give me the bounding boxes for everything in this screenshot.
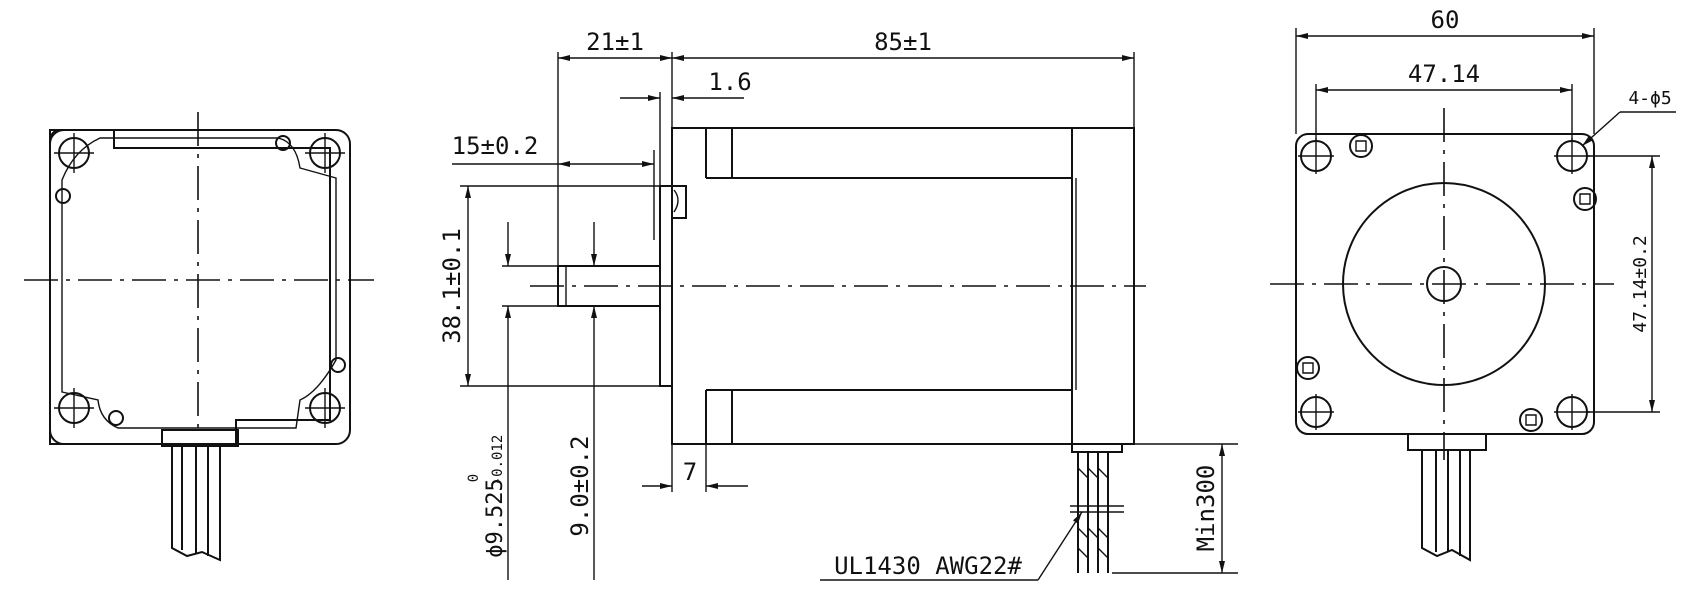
dim-flange-width: 60 [1431,6,1460,34]
front-mounting-holes [1298,138,1590,430]
front-view: 60 47.14 47.14±0.2 4-ϕ5 [1270,6,1676,562]
motor-body [671,127,1135,445]
dim-shaft-length: 21±1 [586,28,644,56]
rear-view [24,112,374,562]
rear-housing-outline [49,129,351,445]
dim-shaft-tol-lower: -0.012 [490,435,506,486]
dim-mounting-holes: 4-ϕ5 [1628,88,1671,109]
dim-boss-thickness: 1.6 [708,68,751,96]
front-dimensions: 60 47.14 47.14±0.2 4-ϕ5 [1295,6,1676,413]
dim-flat-depth: 9.0±0.2 [566,435,594,536]
lead-wires [1070,452,1124,573]
side-dimensions: 21±1 85±1 1.6 15±0.2 38.1±0.1 ϕ9.525 0 -… [438,28,1238,581]
dim-shaft-tol-upper: 0 [466,474,482,482]
dim-body-length: 85±1 [874,28,932,56]
screw-icon [1296,134,1597,432]
front-connector [1407,433,1487,451]
side-view: 21±1 85±1 1.6 15±0.2 38.1±0.1 ϕ9.525 0 -… [438,28,1238,581]
rear-corner-holes [54,133,346,428]
dim-hole-spacing-v: 47.14±0.2 [1630,235,1651,333]
dim-lead-length: Min300 [1192,465,1220,552]
lead-exit [1071,443,1123,453]
dim-boss-diameter: 38.1±0.1 [438,228,466,344]
dim-flange-thickness: 7 [683,458,697,486]
dim-hole-spacing-h: 47.14 [1408,60,1480,88]
wire-spec-note: UL1430 AWG22# [834,552,1022,580]
rear-connector [161,429,239,447]
dim-shaft-diameter: ϕ9.525 [483,478,508,557]
dim-flat-length: 15±0.2 [452,132,539,160]
